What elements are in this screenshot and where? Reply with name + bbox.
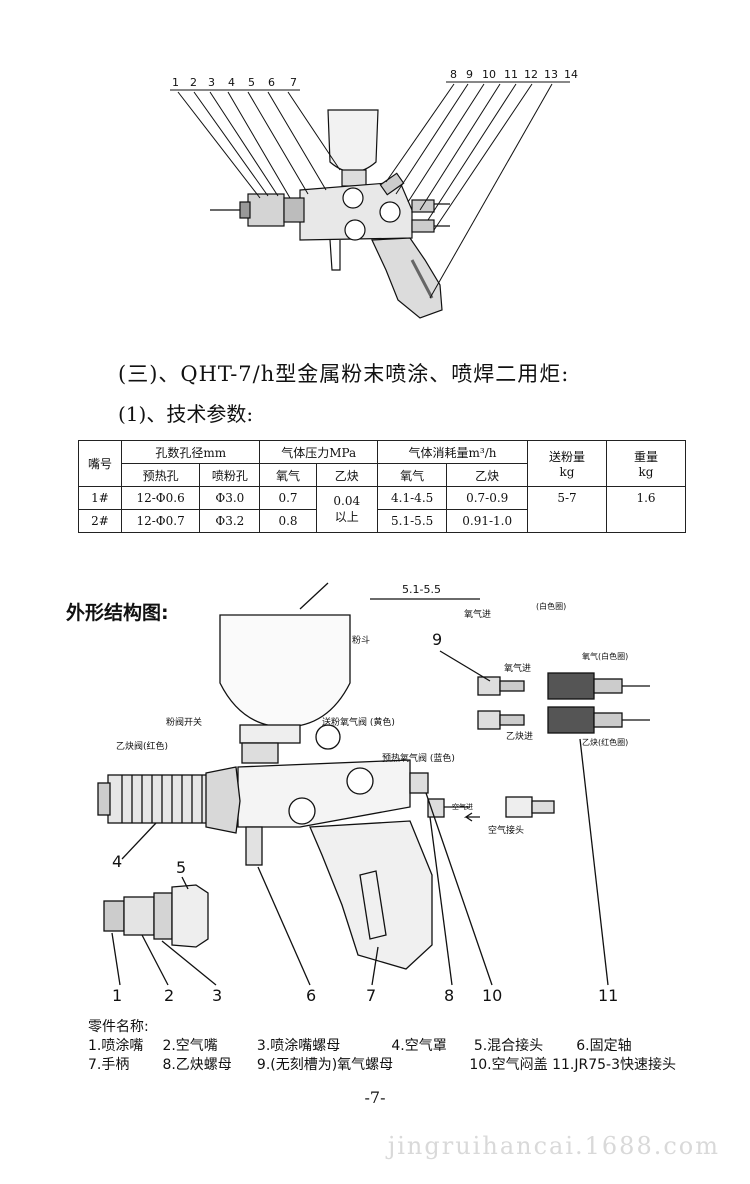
- outline-callout-1: 1: [112, 986, 122, 1005]
- top-callout-11: 11: [504, 70, 518, 81]
- cell-c2h2-flow: 0.7-0.9: [446, 486, 528, 510]
- list-item: 5.混合接头: [473, 1038, 544, 1054]
- top-callout-12: 12: [524, 70, 538, 81]
- list-item: 9.(无刻槽为)氧气螺母: [256, 1057, 394, 1073]
- list-item: 3.喷涂嘴螺母: [256, 1038, 341, 1054]
- page-number: -7-: [364, 1088, 386, 1107]
- cell-o2-pressure: 0.8: [259, 509, 317, 533]
- subheader-oxygen-flow: 氧气: [376, 463, 448, 487]
- outline-top-value: 5.1-5.5: [402, 583, 441, 596]
- top-torch-diagram: 1 2 3 4 5 6 7 8 9 10 11 12 13 14: [170, 70, 578, 319]
- outline-diagram: 5.1-5.5 粉斗 粉阀开关 乙炔阀(红色) 送粉氧气阀 (黄色) 预热氧气阀…: [97, 582, 650, 1005]
- cell-c2h2-flow: 0.91-1.0: [446, 509, 528, 533]
- outline-callout-7: 7: [366, 986, 376, 1005]
- top-callout-2: 2: [190, 76, 197, 89]
- header-pressure: 气体压力MPa: [259, 440, 378, 464]
- label-acetylene-red: 乙炔(红色圈): [582, 737, 628, 747]
- cell-weight: 1.6: [606, 486, 686, 533]
- subheader-powder: 喷粉孔: [199, 463, 261, 487]
- cell-feed: 5-7: [527, 486, 607, 533]
- top-callout-7: 7: [290, 76, 297, 89]
- top-callout-6: 6: [268, 76, 275, 89]
- label-acetylene-valve: 乙炔阀(红色): [116, 740, 168, 752]
- subheader-acetylene-pressure: 乙炔: [315, 463, 378, 487]
- outline-callout-6: 6: [306, 986, 316, 1005]
- list-item: 4.空气罩: [391, 1038, 447, 1054]
- list-item: 10.空气闷盖: [469, 1057, 548, 1073]
- label-hopper: 粉斗: [352, 634, 370, 646]
- outline-callout-9: 9: [432, 630, 442, 649]
- outline-callout-8: 8: [444, 986, 454, 1005]
- top-callout-8: 8: [450, 70, 457, 81]
- list-item: 11.JR75-3快速接头: [552, 1057, 676, 1073]
- label-oxygen-white: 氧气(白色圈): [582, 651, 628, 661]
- subheader-preheat: 预热孔: [120, 463, 201, 487]
- label-oxygen-in: 氧气进: [504, 662, 531, 674]
- header-hole: 孔数孔径mm: [120, 440, 261, 464]
- outline-callout-3: 3: [212, 986, 222, 1005]
- outline-title: 外形结构图:: [66, 602, 169, 624]
- list-item: 1.喷涂嘴: [88, 1038, 144, 1054]
- list-item: 2.空气嘴: [162, 1038, 218, 1054]
- cell-o2-flow: 5.1-5.5: [376, 509, 448, 533]
- header-consumption: 气体消耗量m³/h: [376, 440, 529, 464]
- cell-nozzle: 1#: [78, 486, 122, 510]
- watermark: jingruihancai.1688.com: [387, 1132, 720, 1160]
- section-heading: (三)、QHT-7/h型金属粉末喷涂、喷焊二用炬:: [118, 362, 570, 386]
- top-callout-4: 4: [228, 76, 235, 89]
- top-callout-13: 13: [544, 70, 558, 81]
- outline-callout-4: 4: [112, 852, 122, 871]
- top-callout-10: 10: [482, 70, 496, 81]
- list-item: 8.乙炔螺母: [162, 1057, 232, 1073]
- outline-callout-11: 11: [598, 986, 618, 1005]
- top-callout-1: 1: [172, 76, 179, 89]
- cell-preheat: 12-Φ0.6: [120, 486, 201, 510]
- list-item: 6.固定轴: [576, 1038, 632, 1054]
- parts-title: 零件名称:: [88, 1019, 149, 1035]
- cell-powder: Φ3.2: [199, 509, 261, 533]
- subheader-oxygen-pressure: 氧气: [259, 463, 317, 487]
- label-powder-valve: 粉阀开关: [166, 716, 202, 728]
- label-oxygen-in-top: 氧气进: [464, 608, 491, 620]
- header-nozzle: 嘴号: [78, 440, 122, 487]
- label-air-in: 空气进: [452, 802, 473, 811]
- outline-callout-10: 10: [482, 986, 502, 1005]
- subheader-acetylene-flow: 乙炔: [446, 463, 528, 487]
- label-acetylene-in: 乙炔进: [506, 730, 533, 742]
- cell-powder: Φ3.0: [199, 486, 261, 510]
- list-item: 7.手柄: [88, 1057, 130, 1073]
- cell-o2-flow: 4.1-4.5: [376, 486, 448, 510]
- cell-preheat: 12-Φ0.7: [120, 509, 201, 533]
- outline-callout-5: 5: [176, 858, 186, 877]
- top-callout-3: 3: [208, 76, 215, 89]
- label-preheat-oxygen-valve: 预热氧气阀 (蓝色): [382, 752, 455, 764]
- label-feed-oxygen-valve: 送粉氧气阀 (黄色): [322, 716, 395, 728]
- label-white-ring-top: (白色圈): [536, 601, 566, 611]
- cell-nozzle: 2#: [78, 509, 122, 533]
- table-row: 2# 12-Φ0.7 Φ3.2 0.8 5.1-5.5 0.91-1.0: [78, 509, 686, 533]
- parts-list: 零件名称: 1.喷涂嘴 2.空气嘴 3.喷涂嘴螺母 4.空气罩 5.混合接头 6…: [88, 1018, 676, 1075]
- top-callout-14: 14: [564, 70, 578, 81]
- outline-callout-2: 2: [164, 986, 174, 1005]
- top-callout-5: 5: [248, 76, 255, 89]
- section-subheading: (1)、技术参数:: [118, 402, 254, 426]
- parts-line-1: 1.喷涂嘴 2.空气嘴 3.喷涂嘴螺母 4.空气罩 5.混合接头 6.固定轴: [88, 1037, 676, 1056]
- parts-line-2: 7.手柄 8.乙炔螺母 9.(无刻槽为)氧气螺母 10.空气闷盖 11.JR75…: [88, 1056, 676, 1075]
- top-callout-9: 9: [466, 70, 473, 81]
- cell-o2-pressure: 0.7: [259, 486, 317, 510]
- label-air-connector: 空气接头: [488, 824, 524, 836]
